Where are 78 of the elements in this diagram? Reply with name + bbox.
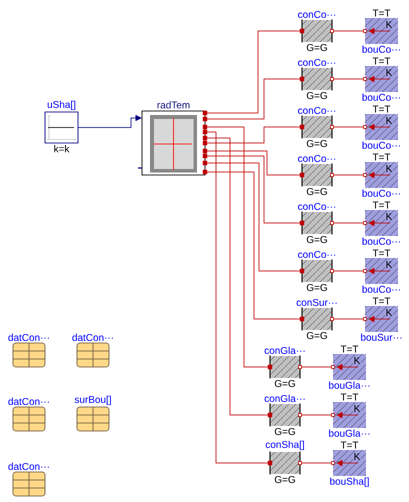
- connection-line: [202, 124, 304, 146]
- parameter-label: T=T: [372, 10, 390, 16]
- component-label: bouCo···: [362, 94, 400, 101]
- component-label: bouCo···: [362, 142, 400, 149]
- connection-line: [330, 269, 367, 273]
- component-label: conCo···: [298, 10, 336, 18]
- connection-line: [202, 124, 272, 370]
- component-label: conCo···: [298, 202, 336, 210]
- connection-line: [330, 173, 367, 177]
- connection-line: [202, 136, 272, 418]
- connection-line: [330, 77, 367, 81]
- parameter-label: G=G: [306, 188, 327, 196]
- parameter-label: T=T: [340, 346, 358, 352]
- unit-label: K: [385, 212, 393, 220]
- parameter-label: T=T: [340, 442, 358, 448]
- component-label: conSha[]: [266, 440, 304, 450]
- component-label: radTem: [158, 101, 190, 108]
- unit-label: K: [353, 356, 361, 364]
- unit-label: K: [385, 20, 393, 28]
- component-label: bouCo···: [362, 190, 400, 197]
- parameter-label: T=T: [372, 298, 390, 304]
- parameter-label: G=G: [306, 332, 327, 340]
- parameter-label: G=G: [306, 44, 327, 52]
- component-label: bouCo···: [362, 238, 400, 245]
- unit-label: K: [353, 404, 361, 412]
- component-label: conCo···: [298, 58, 336, 66]
- parameter-label: G=G: [306, 140, 327, 148]
- component-label: bouGla···: [329, 430, 370, 437]
- component-label: uSha[]: [48, 100, 76, 110]
- component-label: bouGla···: [329, 382, 370, 389]
- component-label: conSur···: [296, 298, 337, 306]
- unit-label: K: [385, 68, 393, 76]
- parameter-label: T=T: [340, 394, 358, 400]
- parameter-label: T=T: [372, 154, 390, 160]
- component-label: bouSha[]: [330, 478, 369, 487]
- parameter-label: G=G: [306, 92, 327, 100]
- parameter-label: G=G: [274, 380, 295, 388]
- connection-line: [202, 154, 304, 226]
- connection-line: [202, 170, 304, 322]
- component-label: surBou[]: [74, 396, 111, 405]
- unit-label: K: [385, 164, 393, 172]
- connection-line: [202, 160, 304, 274]
- connection-line: [202, 28, 304, 116]
- unit-label: K: [385, 308, 393, 316]
- connection-line: [330, 317, 367, 321]
- component-label: bouCo···: [362, 286, 400, 293]
- parameter-label: G=G: [306, 284, 327, 292]
- parameter-label: G=G: [306, 236, 327, 244]
- parameter-label: T=T: [372, 250, 390, 256]
- component-label: conGla···: [264, 346, 305, 354]
- component-label: conCo···: [298, 250, 336, 258]
- parameter-label: G=G: [274, 428, 295, 436]
- component-label: datCon···: [8, 462, 49, 470]
- unit-label: K: [385, 116, 393, 124]
- unit-label: K: [385, 260, 393, 268]
- parameter-label: T=T: [372, 58, 390, 64]
- component-label: bouSur···: [361, 334, 402, 341]
- parameter-label: G=G: [274, 476, 295, 484]
- connection-line: [202, 76, 304, 122]
- connection-line: [298, 461, 335, 465]
- parameter-label: T=T: [372, 106, 390, 112]
- component-label: datCon···: [8, 334, 49, 341]
- component-label: conCo···: [298, 154, 336, 162]
- component-label: datCon···: [8, 398, 49, 405]
- component-label: datCon···: [72, 334, 113, 341]
- component-label: conGla···: [264, 394, 305, 402]
- connection-line: [330, 221, 367, 225]
- component-label: bouCo···: [362, 46, 400, 53]
- unit-label: K: [353, 452, 361, 460]
- connection-line: [202, 148, 304, 178]
- parameter-label: k=k: [54, 145, 70, 152]
- connection-line: [298, 365, 335, 369]
- component-label: conCo···: [298, 106, 336, 114]
- parameter-label: T=T: [372, 202, 390, 208]
- connection-line: [202, 130, 272, 466]
- connection-line: [298, 413, 335, 417]
- connection-line: [330, 29, 367, 33]
- connection-line: [330, 125, 367, 129]
